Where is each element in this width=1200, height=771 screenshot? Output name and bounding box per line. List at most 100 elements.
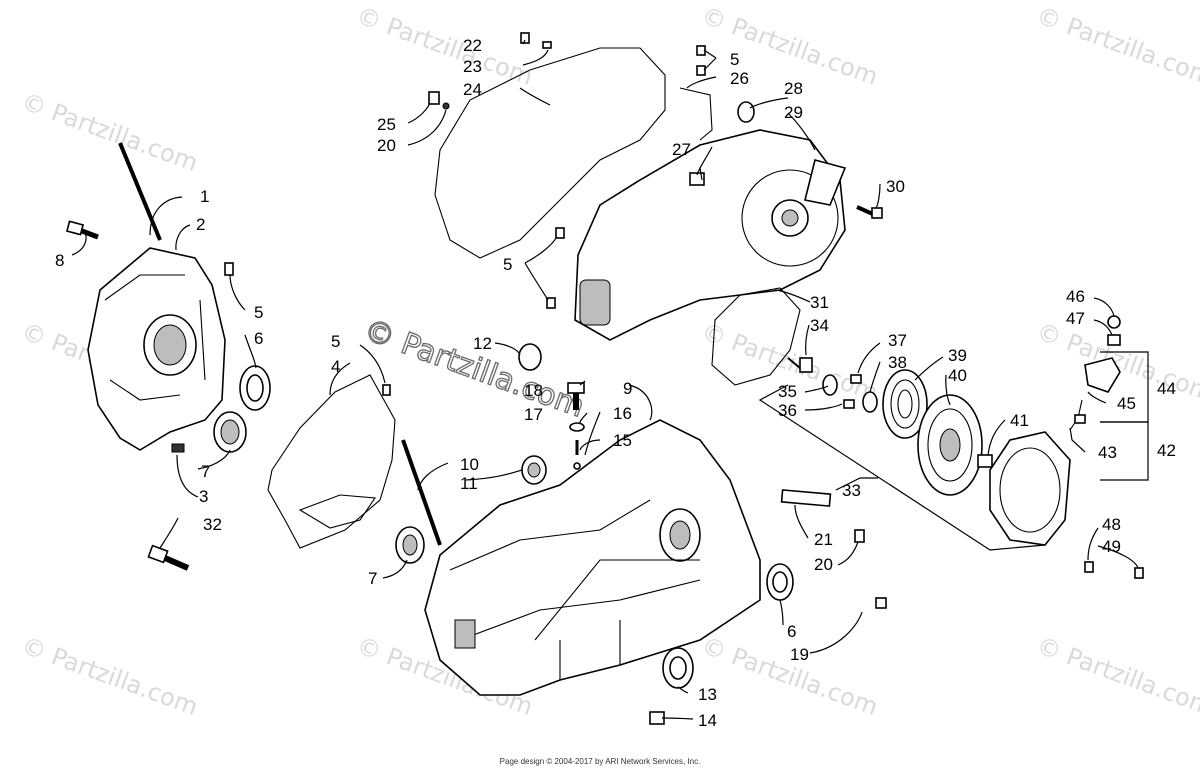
- callout-2: 2: [196, 215, 205, 234]
- bolt-part: [875, 597, 887, 609]
- recoil-spring-part: [882, 369, 928, 439]
- recoil-starter-group: [711, 287, 1149, 609]
- callout-10: 10: [460, 455, 479, 474]
- callout-29: 29: [784, 103, 803, 122]
- dowel-part: [224, 262, 234, 276]
- handle-part: [1084, 357, 1121, 393]
- callout-36: 36: [778, 401, 797, 420]
- callout-7: 7: [201, 462, 210, 481]
- bolt-part: [567, 382, 585, 394]
- seal-part: [737, 101, 755, 123]
- starter-gasket-part: [711, 287, 801, 386]
- watermark: © Partzilla.com: [18, 87, 202, 177]
- callout-27: 27: [672, 140, 691, 159]
- callout-20: 20: [377, 136, 396, 155]
- bolt-part: [856, 205, 883, 219]
- callout-18: 18: [524, 381, 543, 400]
- footer-copyright: Page design © 2004-2017 by ARI Network S…: [499, 757, 701, 766]
- watermark: © Partzilla.com: [353, 1, 537, 91]
- callout-labels: 1 2 3 4 5 5 5 5 6 6 7 7 8 9 10 11 12 13 …: [55, 36, 1176, 730]
- callout-30: 30: [886, 177, 905, 196]
- bolt-part: [1134, 567, 1144, 579]
- callout-19: 19: [790, 645, 809, 664]
- callout-5: 5: [730, 50, 739, 69]
- callout-5: 5: [331, 332, 340, 351]
- callout-3: 3: [199, 487, 208, 506]
- gasket-part: [267, 374, 396, 549]
- callout-32: 32: [203, 515, 222, 534]
- clip-part: [542, 41, 552, 49]
- callout-1: 1: [200, 187, 209, 206]
- pulley-part: [822, 374, 838, 396]
- callout-11: 11: [460, 474, 478, 493]
- dowel-part: [382, 384, 391, 396]
- callout-28: 28: [784, 79, 803, 98]
- grommet-part: [689, 172, 705, 186]
- callout-31: 31: [810, 293, 829, 312]
- callout-5: 5: [254, 303, 263, 322]
- drain-plug-part: [649, 711, 665, 725]
- pawl-part: [843, 399, 855, 409]
- bolt-part: [854, 529, 865, 543]
- shaft-part: [799, 357, 813, 373]
- callout-40: 40: [948, 366, 967, 385]
- callout-22: 22: [463, 36, 482, 55]
- callout-46: 46: [1066, 287, 1085, 306]
- callout-35: 35: [778, 382, 797, 401]
- right-crankcase-group: [424, 343, 794, 725]
- washer-part: [569, 422, 585, 432]
- screw-part: [442, 102, 450, 110]
- spring-part: [850, 374, 862, 384]
- callout-42: 42: [1157, 441, 1176, 460]
- dowel-part: [696, 65, 706, 76]
- seal-part: [518, 343, 542, 371]
- dowel-part: [546, 297, 556, 309]
- callout-47: 47: [1066, 309, 1085, 328]
- cap-part: [1107, 334, 1121, 346]
- left-crankcase-group: [65, 142, 271, 571]
- bolt-part: [1084, 561, 1094, 573]
- callout-25: 25: [377, 115, 396, 134]
- callout-6: 6: [787, 622, 796, 641]
- callout-49: 49: [1102, 537, 1121, 556]
- ball-part: [573, 462, 581, 470]
- callout-24: 24: [463, 80, 482, 99]
- cover-gasket-part: [434, 47, 666, 259]
- watermark: © Partzilla.com: [1033, 1, 1200, 91]
- dowel-part: [555, 227, 565, 239]
- plug-part: [171, 443, 185, 453]
- starter-cover-part: [989, 431, 1071, 546]
- callout-7: 7: [368, 569, 377, 588]
- center-watermark: © Partzilla.com: [359, 313, 589, 425]
- callout-26: 26: [730, 69, 749, 88]
- belt-cover-part: [574, 129, 846, 341]
- callout-38: 38: [888, 353, 907, 372]
- callout-44: 44: [1157, 379, 1176, 398]
- nut-part: [977, 454, 993, 468]
- grommet-part: [1074, 414, 1086, 424]
- callout-33: 33: [842, 481, 861, 500]
- callout-13: 13: [698, 685, 717, 704]
- decal-part: [780, 489, 832, 507]
- callout-39: 39: [948, 346, 967, 365]
- crankcase-right-part: [424, 419, 761, 696]
- spring-part: [862, 391, 878, 413]
- callout-9: 9: [623, 379, 632, 398]
- callout-48: 48: [1102, 515, 1121, 534]
- callout-12: 12: [473, 334, 492, 353]
- vent-part: [579, 279, 611, 326]
- clip-part: [428, 91, 440, 105]
- watermark: © Partzilla.com: [698, 1, 882, 91]
- leader-lines: [71, 39, 1139, 720]
- watermark: © Partzilla.com: [18, 631, 202, 721]
- callout-5: 5: [503, 255, 512, 274]
- stud-part: [118, 142, 162, 241]
- callout-16: 16: [613, 404, 632, 423]
- callout-41: 41: [1010, 411, 1029, 430]
- stud-part: [401, 439, 442, 546]
- callout-14: 14: [698, 711, 717, 730]
- screw-part: [520, 32, 530, 44]
- callout-43: 43: [1098, 443, 1117, 462]
- callout-20: 20: [814, 555, 833, 574]
